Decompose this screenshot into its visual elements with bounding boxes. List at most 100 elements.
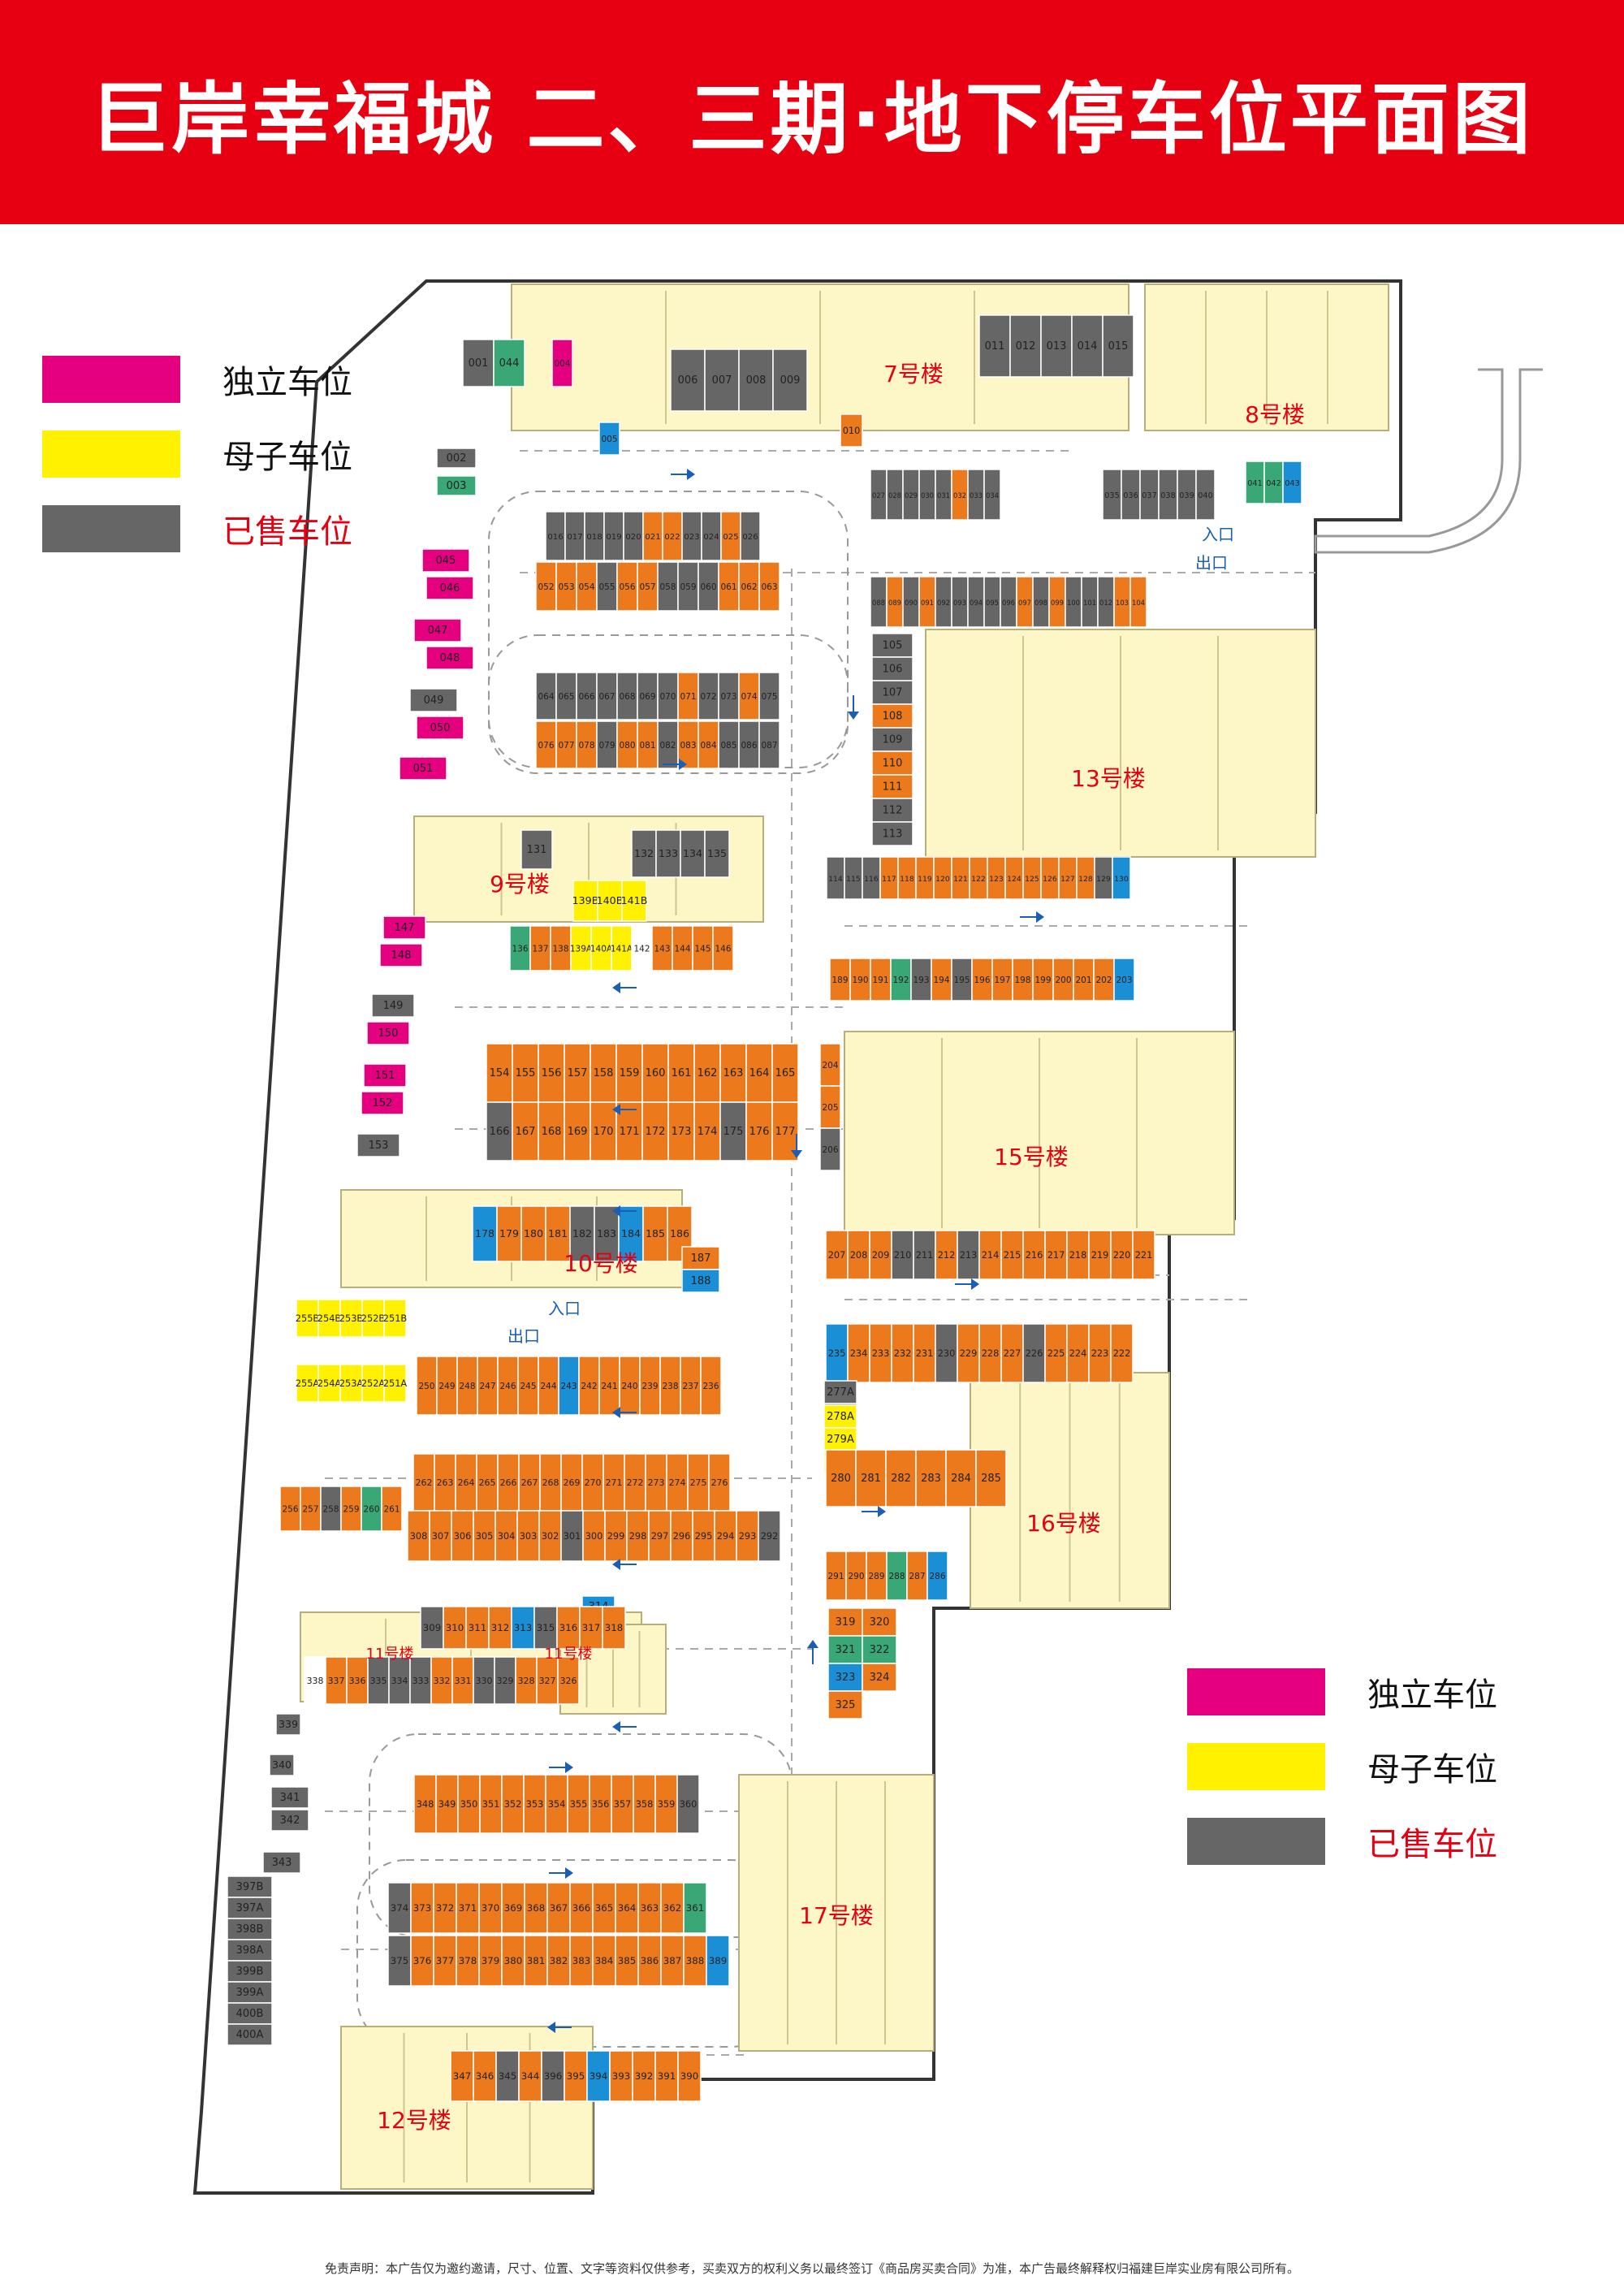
parking-spot [738,348,774,412]
direction-arrow-icon [612,1721,637,1732]
spot-number: 241 [601,1382,617,1391]
spot-number: 138 [552,945,568,954]
parking-spot [488,1606,512,1650]
spot-number: 065 [558,692,574,702]
spot-number: 346 [476,2070,494,2082]
parking-spot [569,1205,595,1262]
spot-number: 323 [836,1672,856,1684]
parking-spot [598,422,620,456]
parking-spot [718,720,740,769]
spot-number: 250 [418,1382,434,1391]
spot-number: 124 [1007,875,1021,884]
building-label: 7号楼 [883,361,944,387]
parking-spot [639,1356,661,1416]
spot-number: 183 [597,1227,616,1239]
spot-number: 363 [641,1902,659,1914]
parking-spot [651,925,673,971]
parking-spot [536,1656,559,1705]
spot-number: 014 [1078,340,1098,353]
spot-number: 217 [1047,1249,1065,1261]
parking-spot [1012,958,1034,1001]
parking-spot [473,1510,496,1562]
parking-spot [436,475,477,496]
parking-spot [518,2050,542,2102]
spot-number: 195 [953,975,970,985]
parking-spot [451,1656,474,1705]
parking-spot [1110,1230,1134,1280]
legend-swatch-mother-child [42,430,180,478]
spot-number: 236 [702,1382,719,1391]
spot-number: 226 [1026,1347,1043,1359]
spot-number: 394 [590,2070,607,2082]
spot-number: 130 [1114,875,1129,884]
page-title: 巨岸幸福城 二、三期·地下停车位平面图 [90,73,1534,165]
spot-number: 066 [578,692,594,702]
spot-number: 114 [828,875,843,884]
spot-number: 167 [516,1126,536,1138]
spot-number: 004 [554,359,570,369]
parking-spot [978,1323,1002,1383]
spot-number: 024 [703,533,719,542]
parking-spot [616,720,638,769]
spot-number: 305 [476,1530,494,1542]
parking-spot [906,1551,928,1601]
spot-number: 039 [1179,491,1194,500]
spot-number: 089 [888,599,901,607]
legend-label: 已售车位 [222,513,352,551]
spot-number: 251A [383,1378,408,1389]
direction-arrow-icon [612,982,637,993]
spot-number: 054 [578,582,594,592]
parking-spot [227,2023,273,2046]
spot-number: 321 [836,1644,856,1656]
direction-arrow-icon [955,1278,979,1290]
spot-number: 050 [430,722,451,734]
spot-number: 033 [970,491,983,500]
spot-number: 298 [629,1530,647,1542]
spot-number: 055 [598,582,615,592]
spot-number: 180 [524,1227,543,1239]
spot-number: 022 [664,533,680,542]
spot-number: 399A [236,1987,264,1999]
spot-number: 097 [1018,599,1031,607]
spot-number: 047 [428,625,448,637]
spot-number: 324 [870,1672,890,1684]
parking-spot [886,1551,908,1601]
direction-arrow-icon [862,1506,886,1517]
parking-spot [567,1774,590,1834]
parking-spot [589,1774,612,1834]
spot-number: 284 [951,1473,971,1485]
spot-number: 266 [500,1477,517,1488]
parking-spot [496,1205,522,1262]
spot-number: 375 [391,1955,408,1966]
spot-number: 080 [619,741,635,751]
spot-number: 177 [775,1126,796,1138]
spot-number: 133 [659,847,678,859]
spot-number: 327 [539,1676,556,1686]
spot-number: 042 [1266,479,1281,488]
parking-spot [538,1356,559,1416]
spot-number: 222 [1113,1347,1131,1359]
spot-number: 253B [339,1313,363,1324]
spot-number: 142 [633,945,650,954]
parking-spot [1129,576,1147,628]
spot-number: 020 [625,533,641,542]
spot-number: 007 [712,374,732,387]
spot-number: 288 [888,1572,905,1581]
parking-spot [494,1656,516,1705]
spot-number: 053 [558,582,574,592]
parking-spot [616,672,638,720]
spot-number: 398B [236,1923,264,1936]
direction-arrow-icon [1020,911,1044,923]
spot-number: 328 [518,1676,535,1686]
legend-swatch-independent [42,356,180,403]
parking-spot [871,774,914,799]
parking-spot [871,680,914,705]
parking-spot [416,1356,438,1416]
spot-number: 073 [720,692,736,702]
spot-number: 204 [822,1061,838,1071]
parking-spot [524,1935,548,1987]
spot-number: 076 [538,741,554,751]
spot-number: 310 [446,1622,464,1633]
parking-spot [611,925,633,971]
parking-spot [718,672,740,720]
